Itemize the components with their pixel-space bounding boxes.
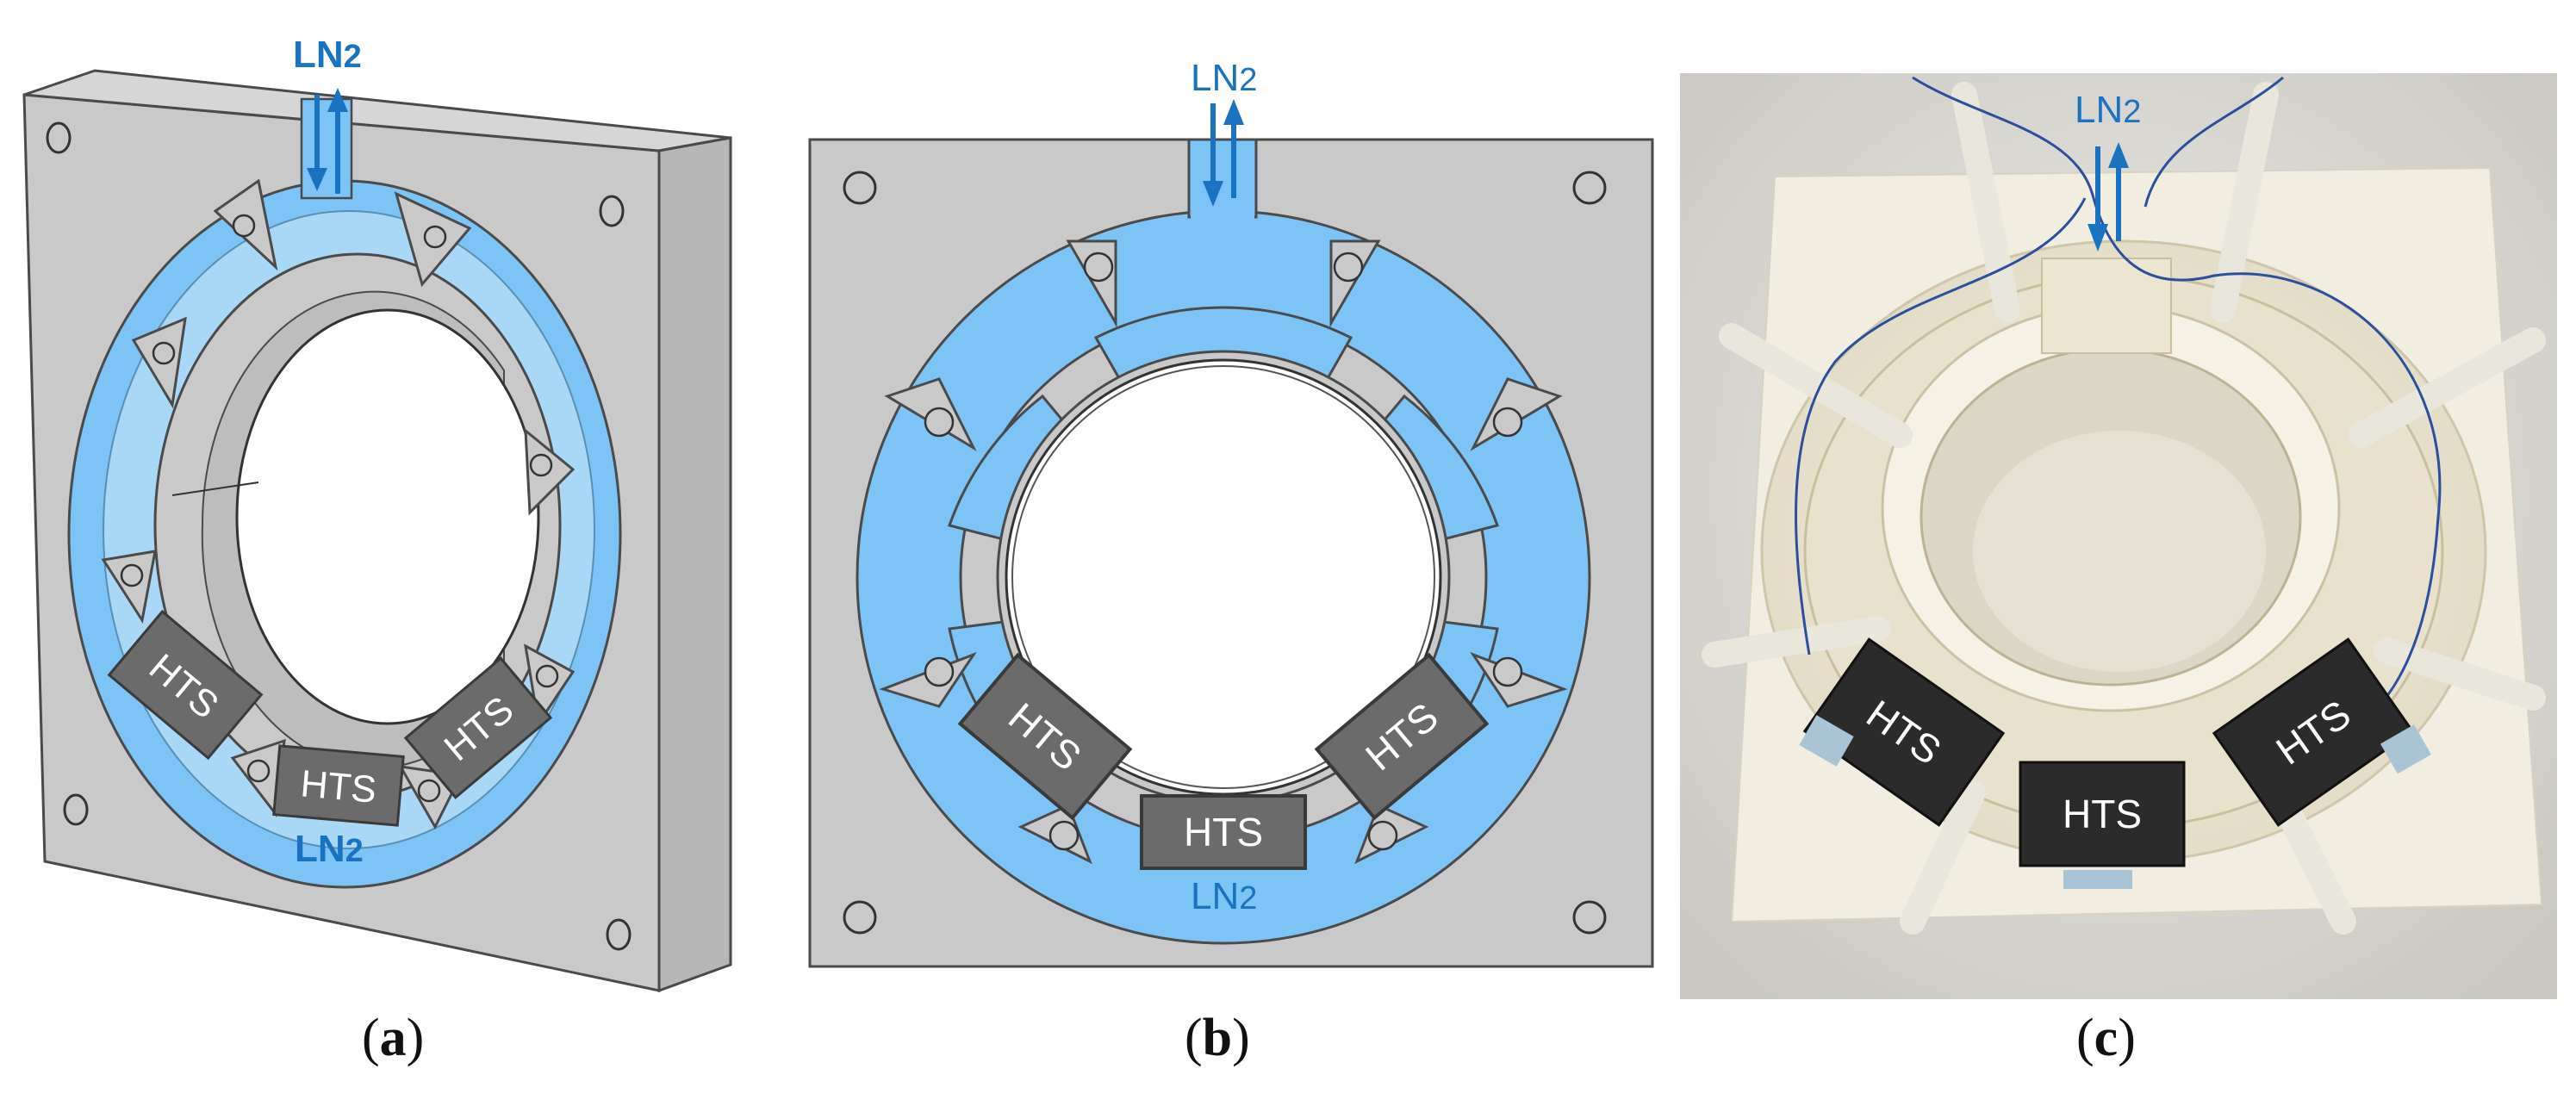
coolant-label-bottom: LN2	[295, 828, 364, 870]
hts-label: HTS	[2063, 792, 2142, 836]
mounting-hole	[46, 121, 72, 154]
coolant-label-top: LN2	[2075, 89, 2141, 131]
bore-opening	[235, 308, 540, 725]
down-arrow-icon	[307, 168, 327, 191]
up-arrow-icon	[1223, 99, 1244, 125]
caption-letter: a	[379, 1009, 407, 1067]
coolant-label-top: LN2	[293, 34, 362, 76]
panel-a-drawing: HTS HTS HTS LN2 LN2	[22, 34, 732, 993]
panel-a-isometric-view: HTS HTS HTS LN2 LN2	[0, 0, 775, 999]
caption-paren: (	[1185, 1009, 1203, 1067]
tooth-hole	[423, 225, 447, 249]
caption-paren: )	[2118, 1009, 2136, 1067]
flow-arrows	[2088, 142, 2129, 252]
hts-block-right: HTS	[1314, 652, 1490, 821]
hts-block-bottom: HTS	[1140, 794, 1307, 870]
tooth-hole	[1367, 820, 1398, 851]
rod	[2348, 327, 2546, 448]
plate-side-face	[657, 136, 732, 993]
tooth-hole	[120, 563, 144, 587]
panel-b-front-view: HTS HTS HTS LN2 LN2	[801, 0, 1663, 999]
foil-tab	[2063, 870, 2132, 889]
hts-block-left: HTS	[957, 652, 1133, 821]
caption-paren: )	[1232, 1009, 1250, 1067]
coolant-label-bottom: LN2	[1191, 875, 1257, 917]
tooth-hole	[1333, 252, 1364, 283]
caption-paren: (	[2076, 1009, 2094, 1067]
tooth-hole	[417, 779, 441, 803]
down-arrow-icon	[1203, 181, 1223, 207]
mounting-hole	[1572, 900, 1607, 935]
caption-letter: b	[1202, 1009, 1233, 1067]
rod	[1900, 780, 1986, 935]
tooth-hole	[152, 341, 176, 365]
bore-floor	[1973, 431, 2266, 672]
hts-block-right: HTS	[2212, 637, 2415, 827]
tooth-holes	[924, 252, 1523, 851]
caption-paren: )	[406, 1009, 425, 1067]
tooth-hole	[1083, 252, 1114, 283]
flow-arrows	[1203, 99, 1244, 207]
rod	[1719, 323, 1913, 448]
hts-block-left: HTS	[107, 609, 264, 761]
hts-block-left: HTS	[1802, 637, 2006, 827]
coolant-inlet-channel	[1187, 138, 1258, 219]
hts-label: HTS	[299, 762, 378, 811]
mounting-hole	[843, 171, 877, 205]
caption-c: (c)	[2076, 1008, 2136, 1069]
up-arrow-icon	[327, 88, 348, 112]
tooth-hole	[246, 759, 271, 783]
support-rods	[1702, 82, 2546, 935]
up-arrow-icon	[2108, 142, 2129, 168]
caption-b: (b)	[1185, 1008, 1250, 1069]
tooth-hole	[529, 453, 553, 477]
rod	[2374, 637, 2546, 711]
foil-tab	[1799, 715, 1854, 767]
caption-letter: c	[2094, 1009, 2119, 1067]
coolant-label-top: LN2	[1191, 57, 1257, 99]
sensor-wire	[1795, 76, 2442, 743]
panel-c-drawing: HTS HTS HTS LN2	[1680, 73, 2557, 999]
hts-label: HTS	[1184, 810, 1263, 854]
tooth-hole	[924, 407, 955, 438]
caption-paren: (	[362, 1009, 380, 1067]
tooth-hole	[232, 214, 256, 238]
foil-tab	[2380, 724, 2431, 774]
panel-c-photo: HTS HTS HTS LN2	[1680, 0, 2567, 999]
bore-inner-line	[1011, 365, 1435, 789]
down-arrow-icon	[2088, 224, 2108, 252]
tooth-hole	[1048, 820, 1080, 851]
hts-block-bottom: HTS	[2019, 761, 2186, 867]
bore-edge	[171, 482, 259, 496]
mounting-hole	[63, 793, 89, 826]
hts-block-bottom: HTS	[272, 744, 405, 827]
tooth-hole	[924, 656, 955, 687]
flow-arrows	[307, 88, 348, 194]
panel-b-drawing: HTS HTS HTS LN2 LN2	[808, 57, 1654, 968]
caption-a: (a)	[362, 1008, 424, 1069]
tooth-hole	[1492, 656, 1523, 687]
mounting-hole	[606, 918, 632, 951]
coolant-inlet-mask	[1191, 207, 1254, 224]
coolant-inlet-block	[2041, 258, 2172, 354]
rod	[2270, 788, 2356, 935]
tooth-hole	[1492, 407, 1523, 438]
rod	[1702, 616, 1891, 668]
tooth-hole	[535, 664, 559, 688]
mounting-hole	[1572, 171, 1607, 205]
mounting-hole	[599, 195, 625, 227]
mounting-hole	[843, 900, 877, 935]
tooth-holes	[120, 214, 559, 803]
coolant-inlet-pipe	[300, 97, 353, 200]
rod	[1951, 82, 2020, 323]
